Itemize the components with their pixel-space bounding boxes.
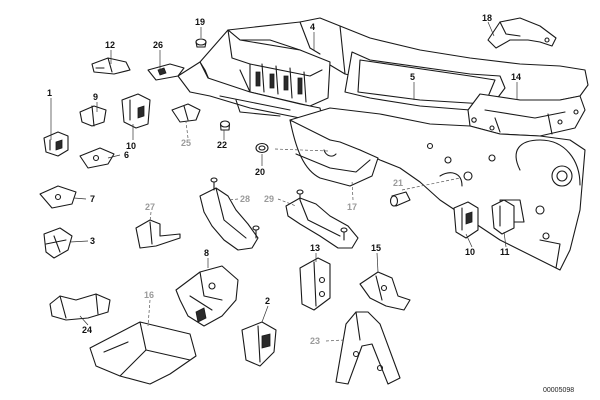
callout-19: 19 [195,17,205,27]
callout-10-left: 10 [126,141,136,151]
callout-28: 28 [240,194,250,204]
part-25-bracket [171,103,201,123]
callout-24: 24 [82,325,92,335]
callout-14: 14 [511,72,521,82]
part-26-clip [147,63,185,81]
callout-13: 13 [310,243,320,253]
callout-15: 15 [371,243,381,253]
part-16-tray [89,321,197,385]
callout-5: 5 [410,72,415,82]
callout-3: 3 [90,236,95,246]
callout-7: 7 [90,194,95,204]
part-12-clip [91,57,131,75]
part-8-bracket [175,265,239,327]
callout-25: 25 [181,138,191,148]
callout-6: 6 [124,150,129,160]
callout-20: 20 [255,167,265,177]
callout-11: 11 [500,247,510,257]
part-23-stand [335,311,401,385]
part-24-bracket [49,293,111,321]
part-2-clip [241,321,277,367]
part-13-bracket [299,257,331,311]
callout-22: 22 [217,140,227,150]
callout-27: 27 [145,202,155,212]
part-19-plug [195,38,207,48]
callout-9: 9 [93,92,98,102]
part-7-plate [39,185,77,209]
part-10-clip-right [453,201,479,239]
callout-18: 18 [482,13,492,23]
callout-21: 21 [393,178,403,188]
part-11-clip [491,199,515,235]
leader-lines [50,21,518,342]
diagram-reference-code: 00005098 [543,387,574,394]
part-6-plate [79,147,115,169]
callout-29: 29 [264,194,274,204]
part-27-bracket [135,219,181,249]
part-21-plug [389,191,411,207]
part-29-bracket [285,189,359,249]
callout-16: 16 [144,290,154,300]
part-22-plug [219,120,231,131]
callout-4: 4 [310,22,315,32]
callout-8: 8 [204,248,209,258]
callout-26: 26 [153,40,163,50]
part-20-grommet [255,142,269,154]
part-9-bracket [79,105,107,127]
part-15-bracket [359,271,411,311]
part-1-bracket [43,131,69,157]
callout-23: 23 [310,336,320,346]
part-28-bracket [199,177,260,251]
part-10-clip-left [121,93,151,129]
callout-12: 12 [105,40,115,50]
callout-labels: 1 2 3 4 5 6 7 8 9 10 10 11 12 13 14 15 1… [47,13,521,346]
part-3-clip [43,227,73,259]
callout-2: 2 [265,296,270,306]
callout-17: 17 [347,202,357,212]
part-18-bracket [487,17,557,49]
callout-1: 1 [47,88,52,98]
callout-10-right: 10 [465,247,475,257]
